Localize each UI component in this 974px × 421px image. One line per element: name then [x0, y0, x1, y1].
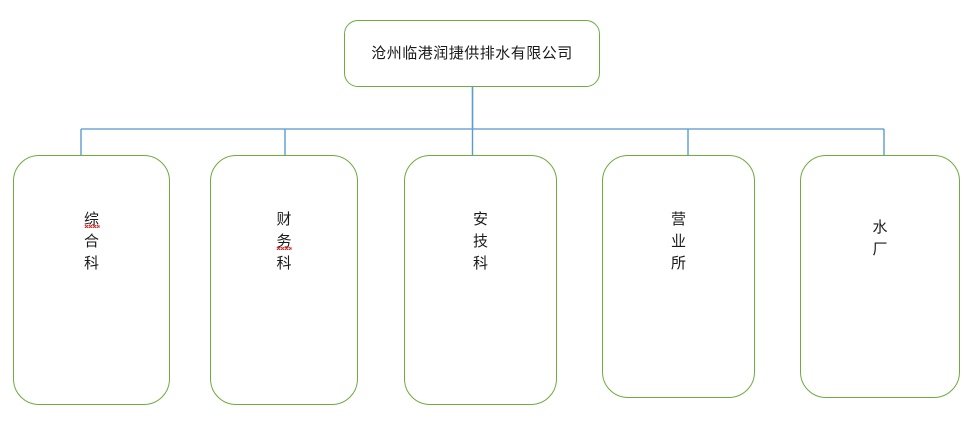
department-char: 水: [872, 218, 888, 236]
department-label: 财 务 科: [277, 208, 292, 274]
org-node-company[interactable]: 沧州临港润捷供排水有限公司: [344, 20, 600, 87]
org-node-department-business-office[interactable]: 营 业 所: [602, 155, 755, 398]
department-char: 安: [473, 210, 489, 228]
department-label: 安 技 科: [473, 208, 488, 274]
org-node-department-safety-technology[interactable]: 安 技 科: [404, 155, 557, 405]
org-node-department-finance[interactable]: 财 务 科: [210, 155, 358, 405]
org-node-department-water-plant[interactable]: 水 厂: [800, 155, 960, 398]
org-node-department-comprehensive[interactable]: 综 合 科: [13, 155, 170, 405]
department-char: 所: [671, 254, 687, 272]
department-char: 科: [84, 254, 100, 272]
department-label: 综 合 科: [84, 208, 99, 274]
department-char: 科: [276, 254, 292, 272]
department-char: 业: [671, 232, 687, 250]
department-char: 务: [276, 232, 292, 250]
department-label: 水 厂: [873, 216, 888, 260]
department-char: 综: [84, 210, 100, 228]
department-char: 厂: [872, 240, 888, 258]
department-char: 技: [473, 232, 489, 250]
department-char: 合: [84, 232, 100, 250]
department-char: 营: [671, 210, 687, 228]
company-name-label: 沧州临港润捷供排水有限公司: [371, 44, 573, 62]
department-char: 科: [473, 254, 489, 272]
department-char: 财: [276, 210, 292, 228]
department-label: 营 业 所: [671, 208, 686, 274]
